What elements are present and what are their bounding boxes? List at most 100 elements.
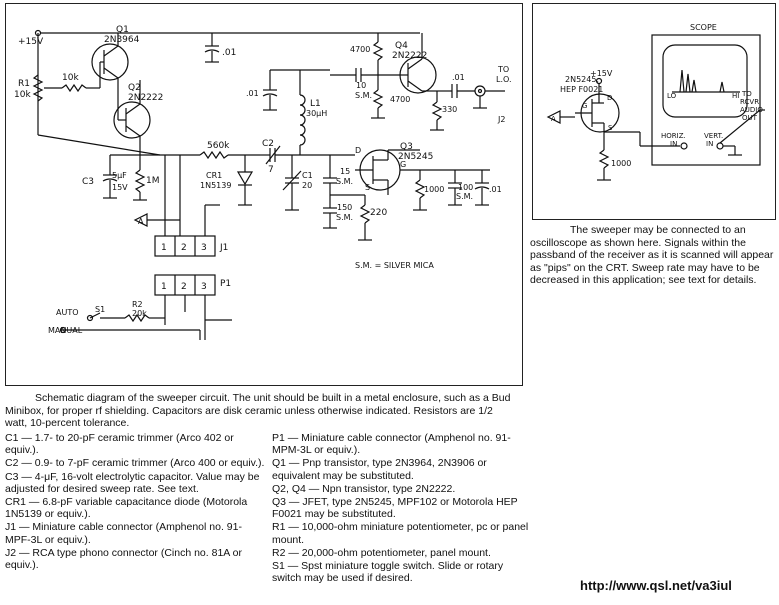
schematic-caption: Schematic diagram of the sweeper circuit… [5,392,511,429]
cap-100-label: 100 [458,183,473,192]
l1-coil [262,69,330,155]
horiz-in-label: IN [670,140,677,148]
q2-transistor [113,78,151,155]
vert-in-label: IN [706,140,713,148]
j2-label: J2 [497,115,505,124]
out-label: OUT [742,114,758,122]
cr1-part: 1N5139 [200,181,231,190]
part-item: S1 — Spst miniature toggle switch. Slide… [272,560,504,585]
r-330-label: 330 [442,105,457,114]
c3-label: C3 [82,177,94,187]
s1-switch[interactable] [59,312,101,334]
q3-g-label: G [400,160,406,169]
cap-10-sm: S.M. [355,91,372,100]
cap-15-sm [323,155,360,196]
part-item: J2 — RCA type phono connector (Cinch no.… [5,546,242,572]
cap-15-label: 15 [340,167,350,176]
r2-value: 20k [132,309,147,318]
r-220-label: 220 [370,208,387,218]
scope-frame [532,3,776,220]
lo-label: L.O. [496,75,512,84]
auto-label: AUTO [56,308,79,317]
r-1000-label: 1000 [424,185,444,194]
r1-label: R1 [18,79,30,89]
cap-150-sm: S.M. [336,213,353,222]
j1-label: J1 [219,243,228,253]
scope-lo-label: LO [667,92,677,100]
c3-capacitor [37,134,180,201]
cap-01-l1-label: .01 [246,89,259,98]
c3-value2: 15V [112,183,128,192]
cap-01-right-label: .01 [489,185,502,194]
scope-a-marker: A [551,115,556,123]
p1-label: P1 [220,279,231,289]
q3-s-label: S [365,183,370,192]
j1-pin1: 1 [161,243,167,253]
c2-value: 7 [268,165,274,175]
j1-pin3: 3 [201,243,207,253]
silver-mica-note: S.M. = SILVER MICA [355,261,434,270]
scope-diagram [546,34,765,181]
c2-label: C2 [262,139,274,149]
v15-label: +15V [18,37,44,47]
part-item: Q1 — Pnp transistor, type 2N3964, 2N3906… [272,457,487,482]
scope-v15: +15V [590,69,613,78]
part-item: C3 — 4-μF, 16-volt electrolytic capacito… [5,470,260,495]
q4-part: 2N2222 [392,51,427,61]
parts-list-left: C1 — 1.7- to 20-pF ceramic trimmer (Arco… [5,432,265,572]
audio-label: AUDIO [740,106,763,114]
q1-transistor [91,33,129,88]
schematic-frame [5,3,523,386]
part-item: P1 — Miniature cable connector (Amphenol… [272,432,511,457]
cap-150-label: 150 [337,203,352,212]
r2-label: R2 [132,300,143,309]
r-560k-label: 560k [207,141,230,151]
r1-value: 10k [14,90,31,100]
q3-part: 2N5245 [398,152,433,162]
scope-q-part2: HEP F0021 [560,85,603,94]
r-10k-label: 10k [62,73,79,83]
q4-section [330,33,505,131]
p1-pin4: 1 [161,282,167,292]
scope-caption: The sweeper may be connected to an oscil… [530,224,774,286]
j1-connector [154,155,220,257]
r-4700a-label: 4700 [350,45,370,54]
a-marker [133,213,180,227]
r1-potentiometer [32,74,100,102]
q3-label: Q3 [400,142,413,152]
q1-label: Q1 [116,25,129,35]
p1-pin5: 2 [181,282,187,292]
to-lo-label: TO [497,65,509,74]
c3-value1: 5μF [112,171,127,180]
to-label: TO [741,90,752,98]
scope-d-label: D [607,94,612,102]
horiz-label: HORIZ. [661,132,686,140]
l1-label: L1 [310,99,321,109]
j1-pin2: 2 [181,243,187,253]
s1-label: S1 [95,305,105,314]
q3-jfet [355,149,420,241]
cr1-diode [236,155,254,206]
part-item: C1 — 1.7- to 20-pF ceramic trimmer (Arco… [5,432,234,457]
parts-list-right: P1 — Miniature cable connector (Amphenol… [272,432,534,585]
p1-connector [60,274,232,340]
rcvr-label: RCVR [740,98,759,106]
part-item: C2 — 0.9- to 7-pF ceramic trimmer (Arco … [5,457,265,470]
scope-g-label: G [582,102,587,110]
scope-title: SCOPE [690,23,717,32]
q1-part: 2N3964 [104,35,140,45]
cap-01-top [204,33,220,63]
scope-r1000: 1000 [611,159,631,168]
source-url[interactable]: http://www.qsl.net/va3iul [580,578,732,593]
cap-01-top-label: .01 [222,48,236,58]
cap-10-label: 10 [356,81,366,90]
c1-value: 20 [302,181,312,190]
part-item: R1 — 10,000-ohm miniature potentiometer,… [272,521,529,546]
vert-label: VERT. [704,132,723,140]
p1-pin6: 3 [201,282,207,292]
part-item: J1 — Miniature cable connector (Amphenol… [5,521,242,546]
q2-label: Q2 [128,83,141,93]
part-item: Q3 — JFET, type 2N5245, MPF102 or Motoro… [272,496,518,521]
l1-value: 30μH [306,109,327,118]
